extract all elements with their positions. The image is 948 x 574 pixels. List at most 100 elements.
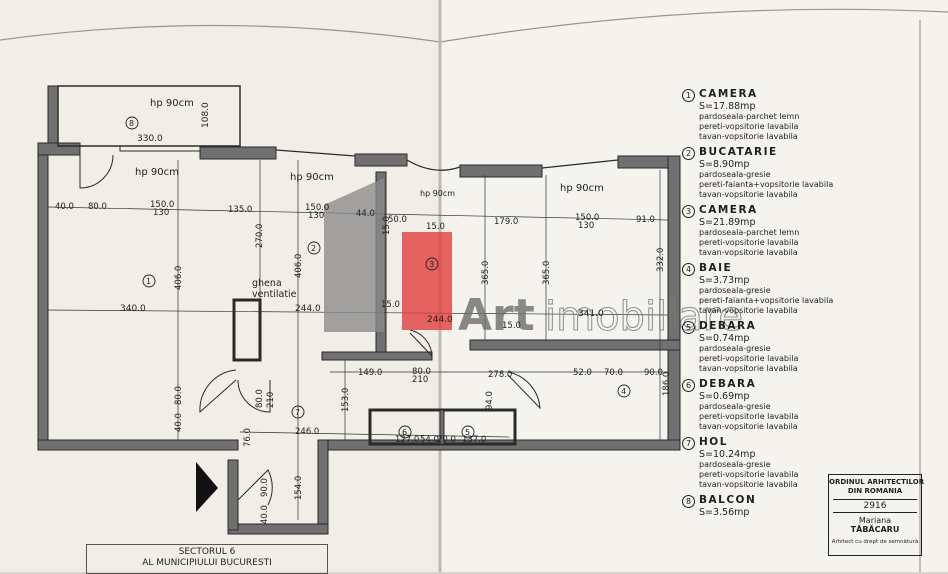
legend-area: S=17.88mp [699,101,756,112]
walls [37,85,681,535]
dim-v-1: 406.0 [174,266,184,290]
legend-room-7: 7 HOL S=10.24mp pardoseala-gresie pereti… [682,436,912,490]
dim-low-4: 20.0 [437,435,456,445]
watermark-word1: Art [458,290,535,341]
wall-south-left [37,439,239,451]
legend-area: S=3.73mp [699,275,750,286]
sector-box: SECTORUL 6 AL MUNICIPIULUI BUCURESTI [86,544,328,574]
dim-mid-5: 15.0 [502,321,521,331]
right-page [440,0,948,572]
dim-top-4: 130 [153,208,169,218]
legend-finish: tavan-vopsitorie lavabila [699,480,798,489]
hp-label-room1: hp 90cm [135,167,179,178]
sector-line-2: AL MUNICIPIULUI BUCURESTI [142,558,272,568]
door-swings [79,154,541,506]
wall-hall-north [321,351,433,361]
watermark-word2: imobiliare [545,294,743,340]
dim-hall-7: 90.0 [644,368,663,378]
dim-mid-2: 244.0 [295,304,321,314]
legend-num: 4 [682,263,695,276]
legend-room-2: 2 BUCATARIE S=8.90mp pardoseala-gresie p… [682,146,912,200]
dim-mid-4: 244.0 [427,315,453,325]
dim-v-3: 406.0 [294,254,304,278]
dim-top-1: 40.0 [55,202,74,212]
legend-finish: pardoseala-gresie [699,402,771,411]
balcony-dim-depth: 108.0 [201,102,211,128]
legend-num: 7 [682,437,695,450]
room-marker-5: 5 [465,428,470,437]
legend-num: 1 [682,89,695,102]
dim-low-6: 76.0 [243,428,253,447]
door-swing-room3 [409,329,433,358]
legend-finish: pardoseala-parchet lemn [699,228,800,237]
dim-top-6: 150.0 [305,203,329,213]
legend-name: BUCATARIE [699,146,778,158]
dim-top-2: 80.0 [88,202,107,212]
dim-top-12: 150.0 [575,213,599,223]
legend-finish: pereti-vopsitorie lavabila [699,412,799,421]
legend-num: 6 [682,379,695,392]
legend-room-3: 3 CAMERA S=21.89mp pardoseala-parchet le… [682,204,912,258]
room-markers [125,116,631,439]
dim-top-13: 130 [578,221,594,231]
dim-v-7: 15.0 [382,216,392,235]
wall-bath-north [469,339,681,351]
balcony-rail [119,145,201,152]
dim-low-3: 54.0 [420,435,439,445]
legend-name: DEBARA [699,378,757,390]
dim-low-2: 127.0 [395,435,419,445]
legend-finish: pereti-vopsitorie lavabila [699,470,799,479]
dim-v-13: 94.0 [485,391,495,410]
wall-north-kitchen [354,153,408,167]
legend-num: 2 [682,147,695,160]
legend-area: S=3.56mp [699,507,750,518]
legend-num: 3 [682,205,695,218]
dim-hall-2: 80.0 [412,367,431,377]
entry-arrow-icon [196,462,218,512]
legend-finish: pereti-vopsitorie lavabila [699,354,799,363]
legend-area: S=8.90mp [699,159,750,170]
plan-labels: hp 90cm hp 90cm hp 90cm hp 90cm hp 90cm … [55,98,672,524]
legend-finish: tavan-vopsitorie lavabila [699,422,798,431]
legend-num: 8 [682,495,695,508]
legend-room-1: 1 CAMERA S=17.88mp pardoseala-parchet le… [682,88,912,142]
wall-ghena [232,298,262,362]
legend-finish: pardoseala-gresie [699,344,771,353]
room-marker-2: 2 [311,244,316,253]
dim-v-9: 40.0 [174,413,184,432]
dim-top-14: 91.0 [636,215,655,225]
dim-top-3: 150.0 [150,200,174,210]
stamp-line-2: DIN ROMANIA [847,487,903,495]
hp-label-balcony: hp 90cm [150,98,194,109]
ghena-label-1: ghena [252,278,282,289]
watermark-logo: Art imobiliare [324,178,744,341]
legend-name: DEBARA [699,320,757,332]
dim-v-12: 153.0 [341,388,351,412]
legend-room-5: 5 DEBARA S=0.74mp pardoseala-gresie pere… [682,320,912,374]
wall-hall-bottom [227,523,329,535]
dim-v-8: 80.0 [174,386,184,405]
wall-north-left [37,142,81,156]
stamp-last-name: TĂBĂCARU [850,525,900,534]
wall-hall-west [227,459,239,531]
dim-v-4: 365.0 [481,261,491,285]
dim-v-2: 270.0 [255,224,265,248]
dim-v-5: 365.0 [542,261,552,285]
door-swing-hall [237,379,271,413]
wall-balcony-west [47,85,59,149]
legend-finish: pardoseala-gresie [699,286,771,295]
legend-room-4: 4 BAIE S=3.73mp pardoseala-gresie pereti… [682,262,912,316]
dim-hall-4: 278.0 [488,370,512,380]
dim-hall-6: 70.0 [604,368,623,378]
legend-finish: tavan-vopsitorie lavabila [699,248,798,257]
ghena-label-2: ventilatie [252,289,297,300]
legend-finish: tavan-vopsitorie lavabila [699,306,798,315]
dim-v-11: 210 [266,392,276,408]
legend-finish: tavan-vopsitorie lavabila [699,132,798,141]
stamp-line-1: ORDINUL ARHITECTILOR [829,478,925,486]
wall-hall-east [317,439,329,533]
dim-v-6: 332.0 [656,248,666,272]
hp-label-room3: hp 90cm [560,183,604,194]
dim-v-10: 80.0 [255,389,265,408]
door-swing-balcony [79,154,114,189]
